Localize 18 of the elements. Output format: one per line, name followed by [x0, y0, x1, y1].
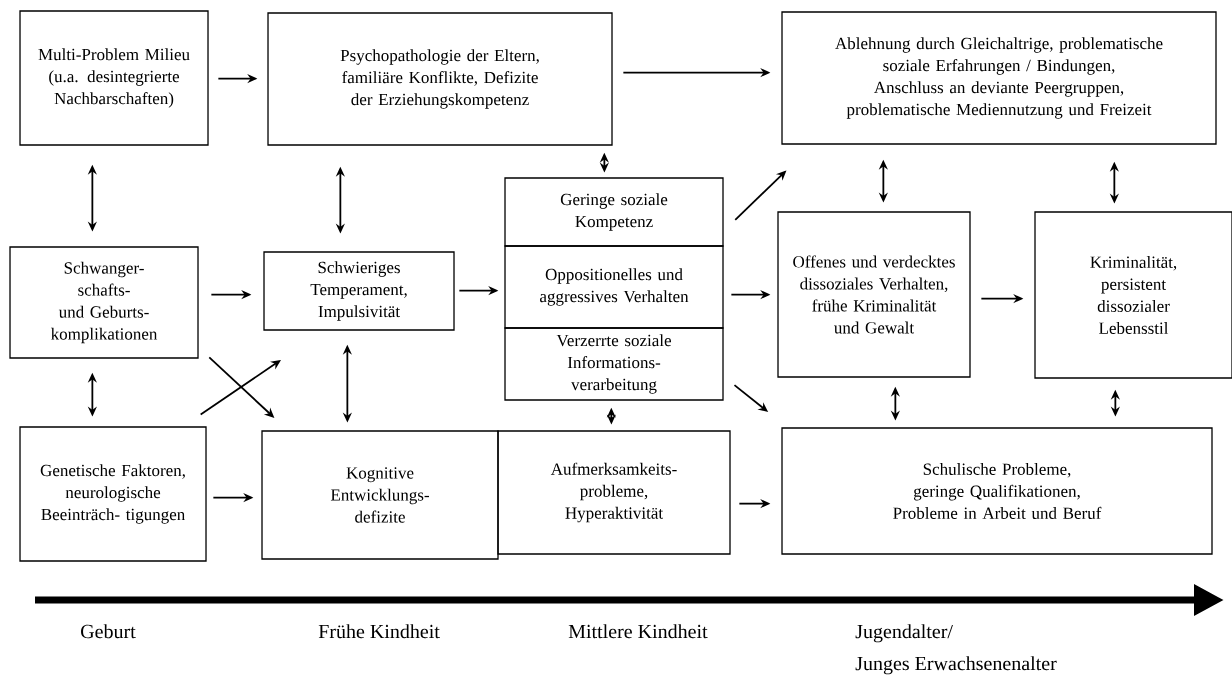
stage-label: Jugendalter/ Junges Erwachsenenalter: [855, 624, 1057, 675]
text-box: Oppositionelles und aggressives Verhalten: [504, 245, 724, 329]
text-box: Psychopathologie der Eltern, familiäre Konflikte, Defizite der Erziehungskompetenz: [267, 12, 613, 146]
text-box: Kognitive Entwicklungs- defizite: [261, 430, 499, 560]
stage-label: Mittlere Kindheit: [568, 624, 708, 639]
text-box: Genetische Faktoren, neurologische Beeinträch- tigungen: [19, 426, 207, 562]
stage-label: Geburt: [81, 624, 136, 639]
text-box: Schwieriges Temperament, Impulsivität: [263, 251, 455, 331]
text-box: Schulische Probleme, geringe Qualifikationen, Probleme in Arbeit und Beruf: [781, 427, 1213, 555]
text-box: Schwanger- schafts- und Geburts- komplikationen: [9, 246, 199, 359]
text-box: Aufmerksamkeits- probleme, Hyperaktivität: [497, 430, 731, 555]
text-box: Offenes und verdecktes dissoziales Verhalten, frühe Kriminalität und Gewalt: [777, 211, 971, 378]
text-box: Multi-Problem Milieu (u.a. desintegrierte Nachbarschaften): [19, 10, 209, 146]
text-box: Geringe soziale Kompetenz: [504, 177, 724, 247]
stage-label: Frühe Kindheit: [318, 624, 440, 639]
text-box: Verzerrte soziale Informations- verarbeitung: [504, 327, 724, 401]
text-box: Ablehnung durch Gleichaltrige, problematische soziale Erfahrungen / Bindungen, Anschluss an deviante Peergruppen, problematische Mediennutzung und Freizeit: [781, 11, 1217, 145]
text-box: Kriminalität, persistent dissozialer Lebensstil: [1034, 211, 1232, 379]
